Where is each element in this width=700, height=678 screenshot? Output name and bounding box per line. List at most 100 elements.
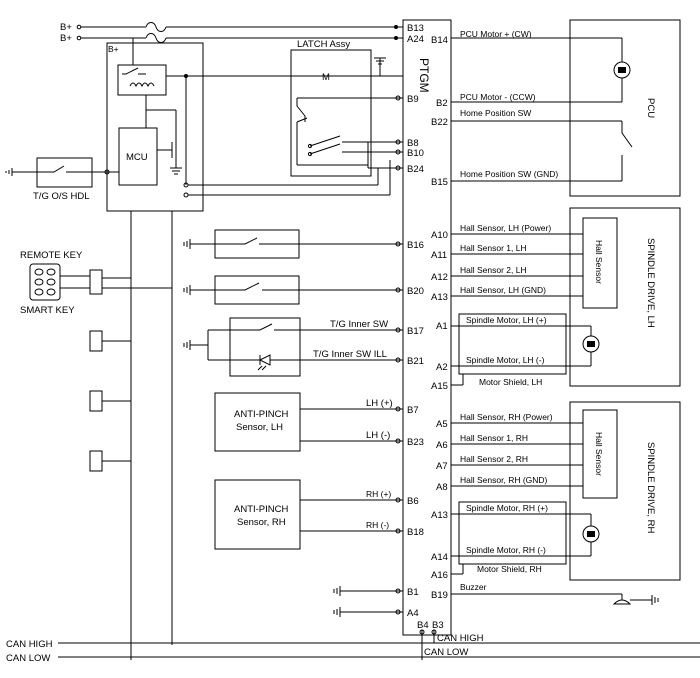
ptgm-right-pins: B14 B2 B22 B15 A10 A11 A12 A13 A1 A2 A15… — [431, 35, 448, 601]
sig-spindle-rh-pos: Spindle Motor, RH (+) — [466, 503, 548, 513]
fuse-icon — [145, 22, 167, 32]
pin-b20: B20 — [407, 286, 424, 297]
buzzer-icon — [612, 594, 632, 605]
can-low-right: CAN LOW — [424, 647, 468, 658]
ground-icon — [183, 340, 191, 350]
b-plus-box-label: B+ — [108, 44, 119, 54]
pin-b4: B4 — [417, 620, 429, 631]
ground-icon — [183, 239, 191, 249]
can-high-left: CAN HIGH — [6, 639, 53, 650]
sig-home-sw: Home Position SW — [460, 108, 531, 118]
sig-hall1-lh: Hall Sensor 1, LH — [460, 243, 527, 253]
ptgm-module — [402, 19, 452, 636]
sig-pcu-motor-ccw: PCU Motor - (CCW) — [460, 92, 536, 102]
hall-sensor-rh-label: Hall Sensor — [594, 432, 604, 476]
pin-b3: B3 — [432, 620, 444, 631]
pin-b10: B10 — [407, 148, 424, 159]
anti-pinch-lh-line2: Sensor, LH — [236, 422, 283, 433]
sig-hall-lh-power: Hall Sensor, LH (Power) — [460, 223, 551, 233]
spindle-drive-rh-label: SPINDLE DRIVE, RH — [645, 442, 656, 533]
pin-b7: B7 — [407, 405, 419, 416]
pin-a5: A5 — [436, 419, 448, 430]
pin-a6: A6 — [436, 440, 448, 451]
anti-pinch-rh-box — [214, 479, 301, 550]
spindle-drive-rh — [569, 401, 681, 581]
spindle-motor-lh-box — [458, 313, 567, 375]
mcu-box — [118, 127, 158, 186]
anti-pinch-lh-box — [214, 392, 301, 452]
anti-pinch-rh-line1: ANTI-PINCH — [234, 504, 289, 515]
sig-hall1-rh: Hall Sensor 1, RH — [460, 433, 528, 443]
tg-inner-sw-label: T/G Inner SW — [330, 319, 388, 330]
spindle-motor-rh-box — [458, 501, 567, 565]
anti-pinch-lh-pos: LH (+) — [366, 398, 393, 409]
sig-home-sw-gnd: Home Position SW (GND) — [460, 169, 558, 179]
ptgm-label: PTGM — [417, 58, 431, 93]
spindle-drive-lh-label: SPINDLE DRIVE, LH — [645, 238, 656, 328]
spindle-drive-lh — [569, 207, 681, 387]
pin-a13-rh: A13 — [431, 510, 448, 521]
pin-a4: A4 — [407, 608, 419, 619]
pin-a15: A15 — [431, 381, 448, 392]
sig-hall-lh-gnd: Hall Sensor, LH (GND) — [460, 285, 546, 295]
latch-title: LATCH Assy — [297, 39, 350, 50]
smart-key-label: SMART KEY — [20, 305, 75, 316]
pin-a14: A14 — [431, 552, 448, 563]
latch-assy — [290, 49, 372, 177]
b-plus-label-1: B+ — [60, 22, 72, 33]
pin-b13: B13 — [407, 23, 424, 34]
pin-a10: A10 — [431, 230, 448, 241]
ground-icon — [374, 57, 386, 65]
pin-b18: B18 — [407, 527, 424, 538]
pin-b8: B8 — [407, 138, 419, 149]
ground-icon — [651, 595, 659, 605]
ground-icon — [183, 285, 191, 295]
antenna-connector — [89, 269, 103, 295]
pin-b23: B23 — [407, 437, 424, 448]
hall-sensor-rh-box — [582, 409, 618, 499]
hall-sensor-lh-box — [582, 217, 618, 309]
pin-a2: A2 — [436, 362, 448, 373]
latch-switch-3-icon — [309, 143, 403, 155]
switch-icon — [215, 237, 299, 245]
pin-b22: B22 — [431, 117, 448, 128]
pin-b16: B16 — [407, 240, 424, 251]
can-high-right: CAN HIGH — [437, 633, 484, 644]
switch-icon — [37, 165, 92, 173]
pin-a16: A16 — [431, 570, 448, 581]
sig-shield-lh: Motor Shield, LH — [479, 377, 542, 387]
anti-pinch-lh-line1: ANTI-PINCH — [234, 409, 289, 420]
sig-buzzer: Buzzer — [460, 582, 487, 592]
pin-b21: B21 — [407, 356, 424, 367]
sig-shield-rh: Motor Shield, RH — [477, 564, 542, 574]
pin-b19: B19 — [431, 590, 448, 601]
home-switch-icon — [621, 121, 633, 181]
anti-pinch-rh-line2: Sensor, RH — [237, 517, 286, 528]
sig-spindle-lh-neg: Spindle Motor, LH (-) — [466, 355, 545, 365]
pcu-label: PCU — [645, 98, 656, 118]
latch-switch-2-icon — [309, 135, 403, 147]
pin-b9: B9 — [407, 94, 419, 105]
can-low-left: CAN LOW — [6, 653, 50, 664]
switch-icon — [215, 282, 299, 291]
sig-pcu-motor-cw: PCU Motor + (CW) — [460, 29, 532, 39]
control-box — [106, 42, 204, 212]
ground-icon — [5, 168, 13, 176]
ptgm-left-pins: B13 A24 B9 B8 B10 B24 B16 B20 B17 B21 B7… — [395, 23, 444, 631]
sig-spindle-rh-neg: Spindle Motor, RH (-) — [466, 545, 546, 555]
sig-spindle-lh-pos: Spindle Motor, LH (+) — [466, 315, 547, 325]
battery-supply: B+ B+ — [60, 22, 403, 44]
ground-icon — [170, 167, 182, 175]
pin-b17: B17 — [407, 326, 424, 337]
ground-icon — [333, 586, 341, 596]
led-icon — [230, 354, 300, 366]
relay-coil-icon — [129, 82, 155, 88]
pin-a12: A12 — [431, 272, 448, 283]
relay-switch-icon — [122, 67, 146, 75]
pin-a13: A13 — [431, 292, 448, 303]
pin-a7: A7 — [436, 461, 448, 472]
antenna-connector — [89, 390, 103, 412]
latch-motor-label: M — [322, 72, 330, 83]
sig-hall-rh-gnd: Hall Sensor, RH (GND) — [460, 475, 548, 485]
